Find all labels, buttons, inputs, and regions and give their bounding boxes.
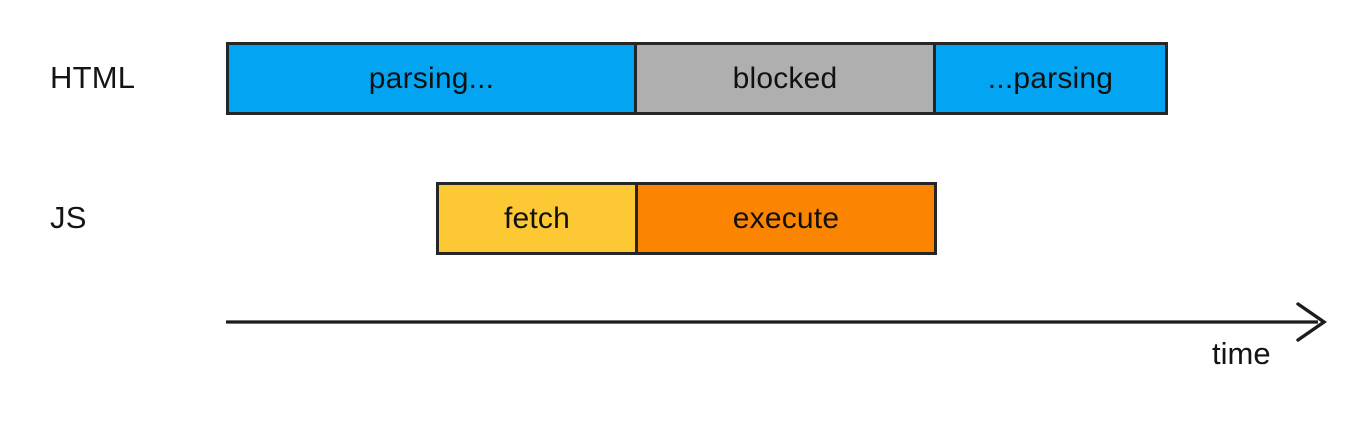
time-axis-caption: time — [1212, 336, 1271, 371]
row-label-html: HTML — [50, 60, 136, 95]
timeline-track-html: parsing... blocked ...parsing — [226, 42, 1168, 115]
segment-js-fetch: fetch — [436, 182, 638, 255]
arrow-right-icon — [1296, 302, 1327, 342]
time-axis — [220, 296, 1340, 352]
timeline-track-js: fetch execute — [436, 182, 937, 255]
segment-html-blocked: blocked — [634, 42, 936, 115]
segment-html-parsing-start: parsing... — [226, 42, 637, 115]
segment-js-execute: execute — [635, 182, 937, 255]
row-label-js: JS — [50, 200, 87, 235]
segment-html-parsing-end: ...parsing — [933, 42, 1168, 115]
